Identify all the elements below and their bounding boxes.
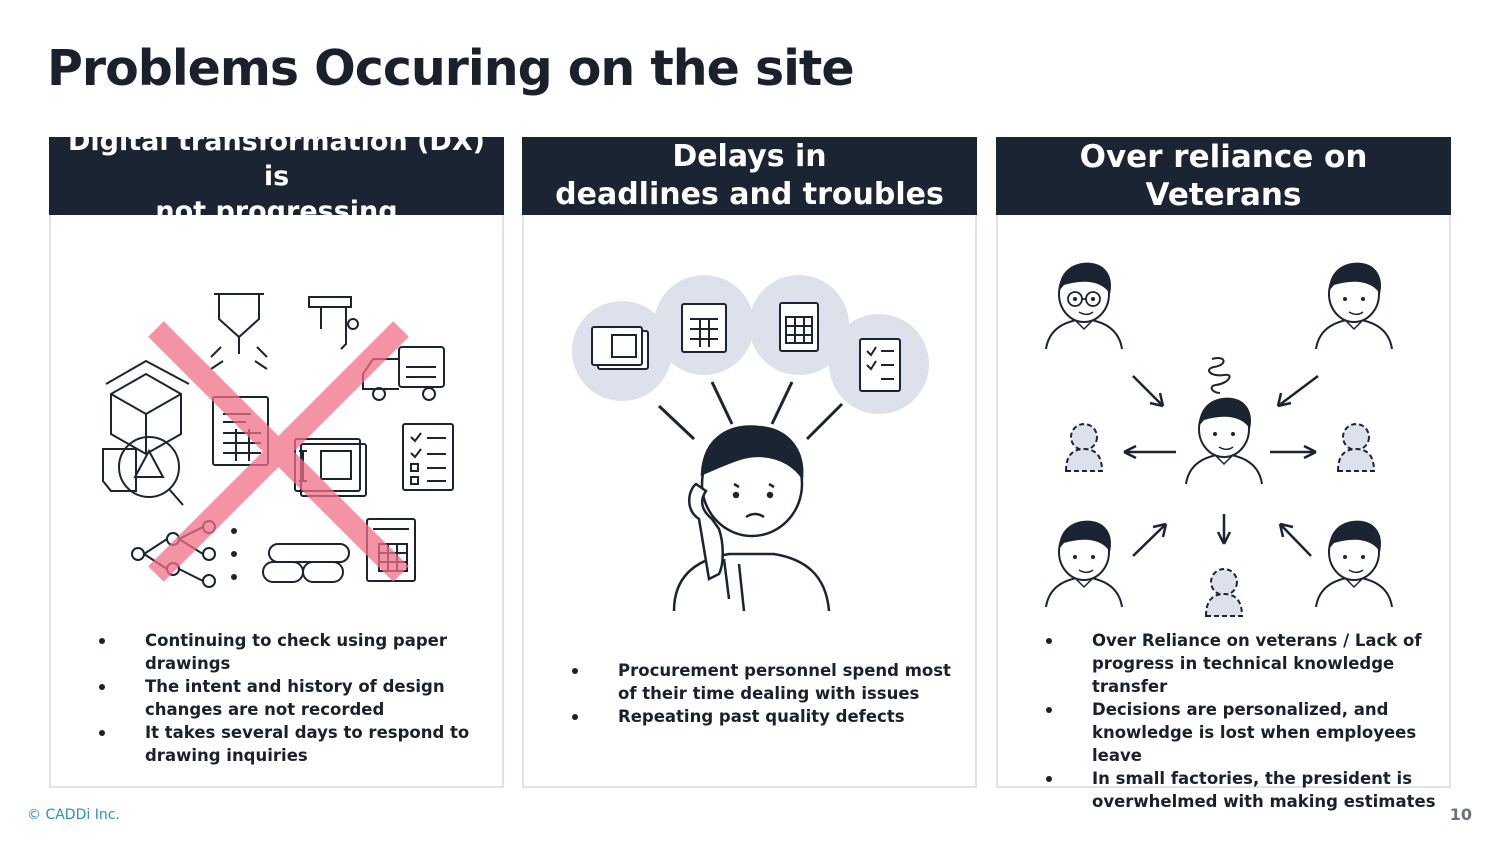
veteran-person-icon: [1045, 519, 1123, 608]
veteran-person-icon: [1045, 261, 1123, 350]
page-number: 10: [1449, 805, 1472, 824]
panel-delays-bullet: Procurement personnel spend most of thei…: [571, 659, 961, 705]
calculator-icon: [779, 302, 819, 352]
panel-veterans-bullet: In small factories, the president is ove…: [1045, 767, 1450, 813]
panel-dx: Digital transformation (DX) is not progr…: [49, 126, 504, 788]
cube-icon: [105, 359, 190, 456]
dx-illustration: [102, 293, 454, 588]
delays-illustration: [572, 275, 929, 612]
panel-dx-bullet: Continuing to check using paper drawings: [98, 629, 488, 675]
panel-dx-bullets: Continuing to check using paper drawings…: [98, 629, 488, 767]
drill-icon: [210, 293, 268, 370]
panel-delays-bullet: Repeating past quality defects: [571, 705, 961, 728]
panel-veterans-bullet: Over Reliance on veterans / Lack of prog…: [1045, 629, 1450, 698]
copyright: © CADDi Inc.: [27, 807, 120, 823]
center-person-icon: [1185, 396, 1263, 485]
panel-delays: Delays in deadlines and troubles: [522, 137, 977, 788]
veteran-person-icon: [1315, 261, 1393, 350]
panel-delays-bullets: Procurement personnel spend most of thei…: [571, 659, 961, 728]
drawing-icon: [591, 326, 649, 370]
veterans-illustration: [1045, 261, 1393, 617]
panel-dx-bullet: It takes several days to respond to draw…: [98, 721, 488, 767]
panel-veterans-header-line1: Over reliance on Veterans: [1079, 139, 1368, 213]
panel-veterans-bullet: Decisions are personalized, and knowledg…: [1045, 698, 1450, 767]
veteran-person-icon: [1315, 519, 1393, 608]
checklist-icon: [859, 338, 901, 392]
spreadsheet-icon: [681, 303, 727, 353]
panel-dx-header: Digital transformation (DX) is not progr…: [49, 126, 504, 227]
ghost-person-icon: [1337, 423, 1375, 472]
panel-delays-header-line2: deadlines and troubles: [555, 177, 944, 212]
stress-icon: [1208, 357, 1231, 394]
warning-search-icon: [102, 436, 184, 506]
caliper-icon: [308, 296, 359, 350]
panel-delays-header: Delays in deadlines and troubles: [522, 137, 977, 215]
panel-dx-bullet: The intent and history of design changes…: [98, 675, 488, 721]
panel-delays-header-line1: Delays in: [672, 139, 827, 174]
panel-veterans-header: Over reliance on Veterans: [996, 137, 1451, 215]
panel-veterans-bullets: Over Reliance on veterans / Lack of prog…: [1045, 629, 1450, 813]
speech-lines: [657, 381, 844, 441]
panel-dx-header-line2: not progressing: [155, 195, 398, 227]
panel-dx-header-line1: Digital transformation (DX) is: [68, 125, 485, 192]
checklist-icon: [402, 423, 454, 491]
ghost-person-icon: [1065, 423, 1103, 472]
arrows: [1123, 375, 1319, 557]
cross-mark: [148, 321, 409, 582]
pipes-icon: [262, 543, 350, 583]
worried-person-icon: [672, 425, 831, 612]
slide-title: Problems Occuring on the site: [47, 40, 855, 97]
ghost-person-icon: [1205, 568, 1243, 617]
panel-veterans: Over reliance on Veterans: [996, 137, 1451, 811]
